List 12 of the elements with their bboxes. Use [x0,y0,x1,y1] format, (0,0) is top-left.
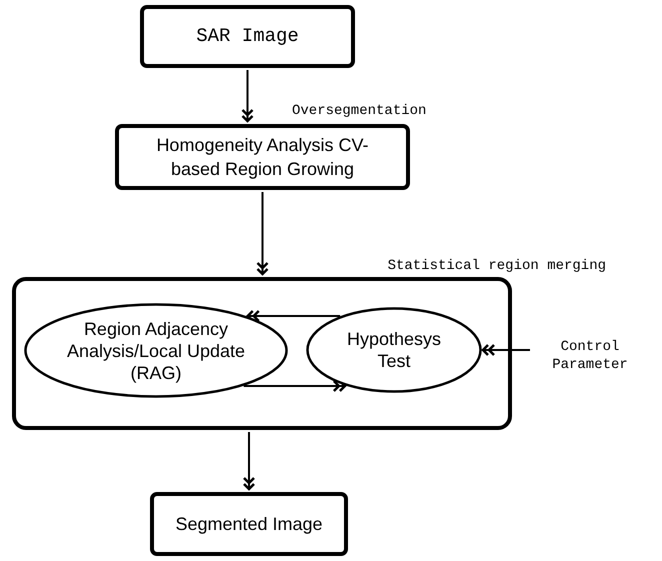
process-ellipse [24,303,288,398]
node-label: Region Adjacency Analysis/Local Update (RAG) [66,318,246,384]
parameter-label: Control Parameter [551,338,629,374]
node-label: Hypothesys Test [346,328,442,372]
process-ellipse [306,307,482,393]
node-label: Segmented Image [175,513,323,535]
process-box [115,124,410,190]
node-label: SAR Image [196,24,299,50]
process-box [150,492,348,556]
process-box [140,5,355,68]
group-heading: Statistical region merging [388,257,606,276]
node-label: Homogeneity Analysis CV-based Region Growing [155,134,370,181]
